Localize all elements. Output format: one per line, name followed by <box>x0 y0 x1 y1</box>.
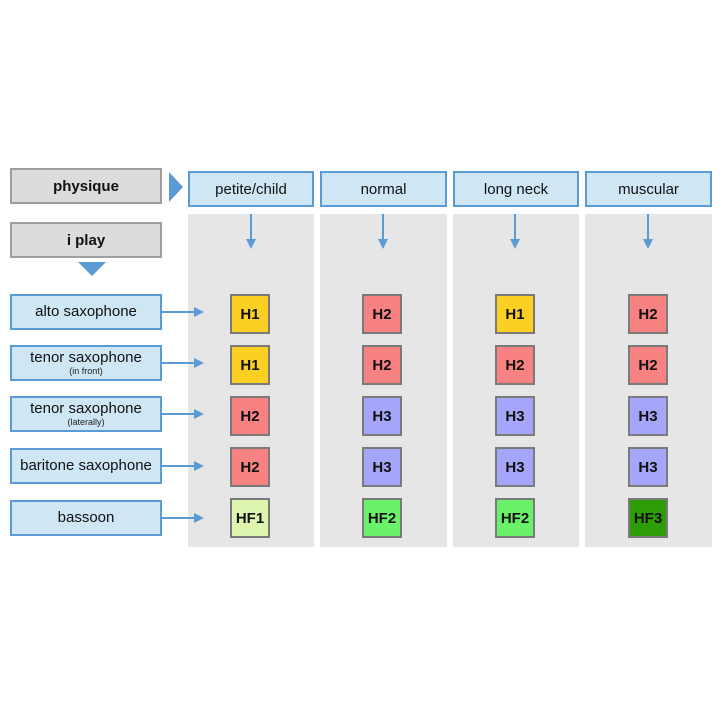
cell-tenor-front-long-neck: H2 <box>495 345 535 385</box>
column-header-muscular: muscular <box>585 171 712 207</box>
row-label-baritone-saxophone: baritone saxophone <box>10 448 162 484</box>
cell-alto-normal: H2 <box>362 294 402 334</box>
row-label-text: bassoon <box>57 509 115 526</box>
physique-label: physique <box>10 168 162 204</box>
cell-bassoon-petite: HF1 <box>230 498 270 538</box>
cell-tenor-lateral-normal: H3 <box>362 396 402 436</box>
cell-bassoon-normal: HF2 <box>362 498 402 538</box>
column-header-long-neck: long neck <box>453 171 579 207</box>
cell-baritone-muscular: H3 <box>628 447 668 487</box>
row-label-text: baritone saxophone <box>20 457 152 474</box>
column-header-petite-child: petite/child <box>188 171 314 207</box>
cell-baritone-long-neck: H3 <box>495 447 535 487</box>
cell-alto-petite: H1 <box>230 294 270 334</box>
row-label-text: tenor saxophone <box>30 349 142 366</box>
cell-tenor-lateral-long-neck: H3 <box>495 396 535 436</box>
cell-tenor-front-petite: H1 <box>230 345 270 385</box>
cell-tenor-lateral-muscular: H3 <box>628 396 668 436</box>
cell-tenor-front-normal: H2 <box>362 345 402 385</box>
cell-bassoon-muscular: HF3 <box>628 498 668 538</box>
cell-baritone-petite: H2 <box>230 447 270 487</box>
row-label-subtext: (in front) <box>69 366 103 376</box>
play-label: i play <box>10 222 162 258</box>
physique-arrow-icon <box>169 172 183 202</box>
column-header-normal: normal <box>320 171 447 207</box>
row-label-tenor-saxophone-lateral: tenor saxophone (laterally) <box>10 396 162 432</box>
cell-bassoon-long-neck: HF2 <box>495 498 535 538</box>
play-arrow-icon <box>78 262 106 276</box>
cell-alto-muscular: H2 <box>628 294 668 334</box>
row-label-bassoon: bassoon <box>10 500 162 536</box>
row-label-alto-saxophone: alto saxophone <box>10 294 162 330</box>
cell-tenor-front-muscular: H2 <box>628 345 668 385</box>
cell-alto-long-neck: H1 <box>495 294 535 334</box>
row-label-text: alto saxophone <box>35 303 137 320</box>
cell-tenor-lateral-petite: H2 <box>230 396 270 436</box>
row-label-text: tenor saxophone <box>30 400 142 417</box>
cell-baritone-normal: H3 <box>362 447 402 487</box>
row-label-tenor-saxophone-front: tenor saxophone (in front) <box>10 345 162 381</box>
row-label-subtext: (laterally) <box>67 417 105 427</box>
